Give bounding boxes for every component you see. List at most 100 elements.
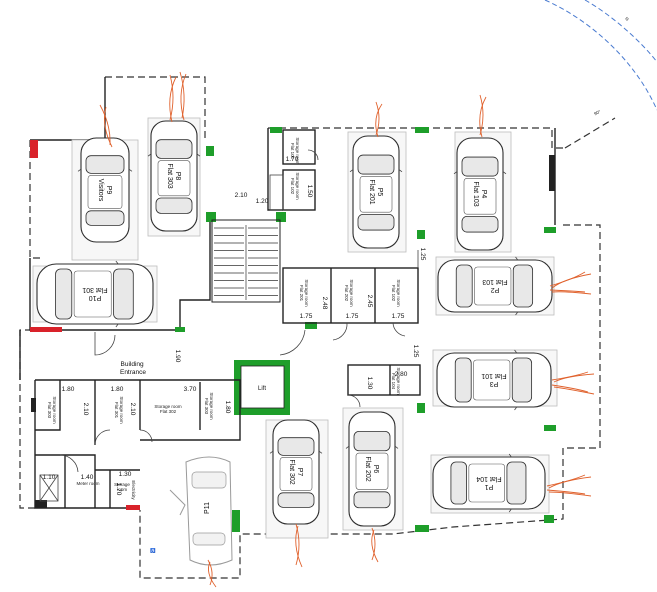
storage-label-5: Storage roomFlat 102 [391, 279, 401, 307]
meter-room-label: Meter room [76, 481, 99, 486]
storage-labels: Storage roomFlat 101 Storage roomFlat 10… [47, 137, 401, 500]
storage-label-1: Storage roomFlat 101 [290, 137, 300, 165]
sightline [295, 523, 300, 566]
dim-10: 1.25 [419, 248, 426, 261]
lower-left-rooms [35, 379, 241, 508]
staircase [211, 219, 281, 303]
sightline [546, 489, 586, 495]
storage-strip [279, 250, 419, 356]
space-label-p9: P9Visitors [97, 179, 112, 202]
sightline [375, 103, 383, 138]
dim-3: 2.10 [235, 192, 248, 199]
dim-16: 3.70 [184, 386, 197, 393]
space-label-p2: P2Flat 103 [482, 278, 507, 293]
dim-5: 2.48 [321, 297, 328, 310]
storage-label-10: Storage roomFlat 303 [204, 392, 214, 420]
dim-14: 1.80 [62, 386, 75, 393]
car-p9 [77, 137, 133, 243]
dim-4: 1.20 [256, 198, 269, 205]
dim-20: 1.10 [43, 474, 56, 481]
space-label-p5: P5Flat 201 [368, 179, 383, 204]
parking-space-p3: P3Flat 101 [432, 349, 558, 411]
car-p11 [185, 456, 233, 566]
north-marker: N [624, 16, 630, 22]
storage-label-4: Storage roomFlat 202 [344, 279, 354, 307]
parking-space-p7: P7Flat 302 [265, 419, 329, 539]
corner-marker: 90° [593, 109, 601, 116]
dim-6: 2.45 [366, 295, 373, 308]
red-markers [30, 140, 555, 510]
car-p6 [345, 411, 399, 527]
accessible-icon: ♿ [150, 547, 156, 553]
parking-space-p2: P2Flat 103 [435, 256, 555, 316]
sightline [371, 527, 376, 561]
sightline [548, 476, 592, 489]
sightline [553, 386, 595, 395]
maneuver-path [169, 489, 186, 516]
site-boundary-curve [544, 0, 657, 111]
space-label-p8: P8Flat 303 [166, 163, 181, 188]
space-label-p10: P10Flat 301 [82, 286, 107, 301]
dim-22: 1.30 [119, 471, 132, 478]
boundary-dashed [19, 76, 616, 579]
dim-15: 1.80 [111, 386, 124, 393]
dim-24: 1.90 [174, 350, 181, 363]
car-p10 [36, 260, 154, 328]
storage-label-7: Storage roomFlat 303 [47, 396, 57, 424]
sightline [295, 525, 303, 568]
dim-9: 1.75 [392, 313, 405, 320]
dim-11: 1.25 [412, 345, 419, 358]
site-boundary-curve-2 [584, 0, 657, 63]
lift-label: Lift [258, 386, 266, 392]
car-p4 [453, 137, 507, 251]
dim-7: 1.75 [300, 313, 313, 320]
car-p8 [147, 120, 201, 232]
sightline [549, 271, 586, 287]
sightline [551, 384, 589, 393]
sightline [169, 76, 177, 123]
space-label-p4: P4Flat 103 [472, 181, 487, 206]
entrance-door [94, 332, 116, 356]
sightline [548, 491, 592, 497]
parking-space-p5: P5Flat 201 [347, 131, 407, 253]
electricity-label: Electricity [131, 480, 136, 500]
sightline [546, 474, 586, 487]
dim-19: 2.10 [129, 403, 136, 416]
service-rooms [269, 129, 319, 211]
space-label-p1: P1Flat 104 [476, 475, 501, 490]
parking-space-p4: P4Flat 103 [453, 131, 512, 253]
car-p3 [436, 349, 552, 411]
car-p5 [349, 135, 403, 249]
space-label-p11: P11 [204, 502, 211, 514]
dim-17: 1.80 [224, 401, 231, 414]
parking-space-p11: P11 ♿ [150, 456, 233, 566]
storage-right-lift [347, 364, 421, 408]
storage-label-8: Storage roomFlat 301 [114, 396, 124, 424]
car-p1 [432, 453, 546, 513]
sightline [549, 289, 586, 293]
sightline [551, 371, 589, 381]
dim-2: 1.50 [306, 185, 313, 198]
dimension-labels: 1.70 1.50 2.10 1.20 2.48 2.45 1.75 1.75 … [43, 156, 426, 496]
space-label-p3: P3Flat 101 [481, 372, 506, 387]
dim-13: 1.30 [366, 377, 373, 390]
sightline [553, 373, 595, 383]
lift: Lift [234, 360, 290, 415]
car-p2 [437, 256, 553, 316]
dim-1: 1.70 [286, 156, 299, 163]
storage-label-6: Storage roomFlat 104 [391, 367, 401, 395]
parking-space-p6: P6Flat 202 [342, 407, 404, 531]
sightline [104, 106, 113, 148]
sightline [99, 104, 111, 146]
sightline [371, 529, 379, 563]
parking-space-p1: P1Flat 104 [430, 453, 550, 514]
parking-space-p9: P9Visitors [71, 137, 139, 261]
building-entrance-label: Building Entrance [120, 361, 146, 376]
storage-label-2: Storage roomFlat 102 [290, 172, 300, 200]
column-markers [175, 127, 556, 532]
space-label-p6: P6Flat 202 [364, 456, 379, 481]
sightline [207, 559, 213, 586]
